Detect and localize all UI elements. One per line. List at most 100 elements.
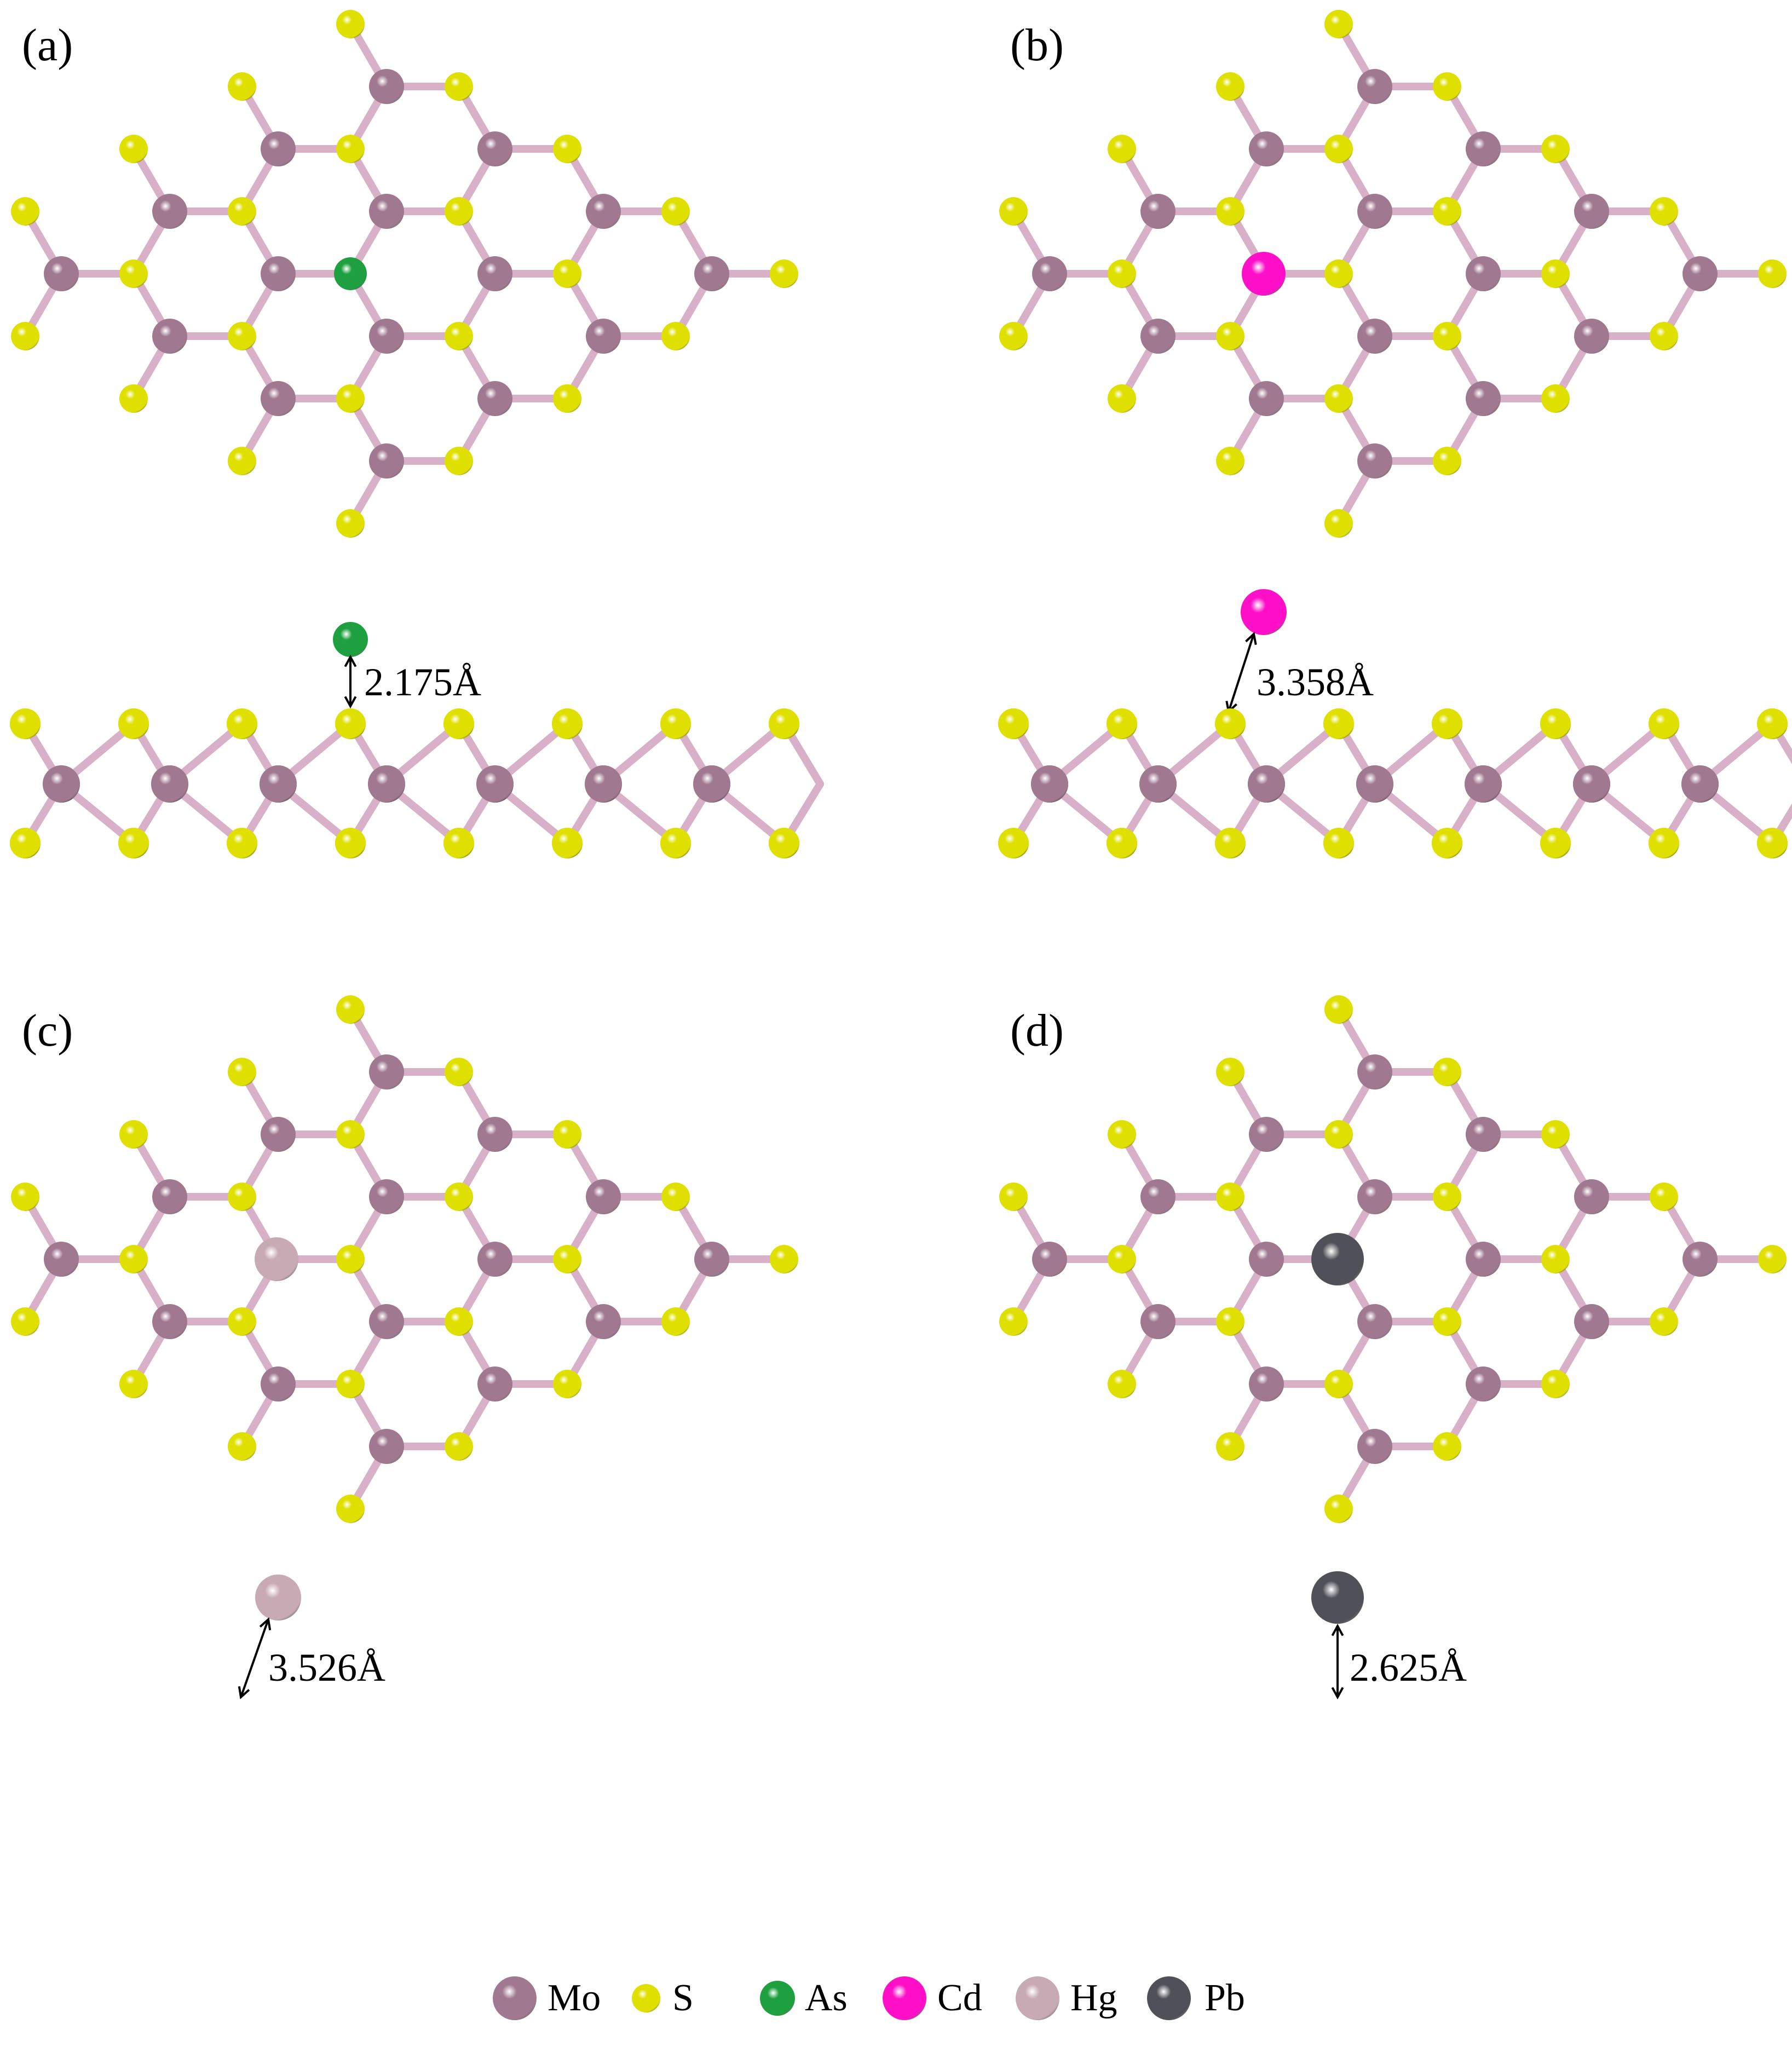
s-atom <box>1216 1058 1244 1086</box>
mo-atom-side <box>151 765 188 803</box>
mo-atom <box>1357 1304 1392 1339</box>
panel-d-atoms <box>998 708 1788 1700</box>
s-atom-side <box>998 828 1029 858</box>
mo-atom <box>1357 443 1392 478</box>
legend-s-swatch <box>632 1984 660 2012</box>
s-atom <box>445 1183 473 1211</box>
s-atom <box>336 384 365 413</box>
mo-atom <box>1466 131 1501 166</box>
legend-label-hg: Hg <box>1070 1977 1117 2019</box>
legend-label-as: As <box>805 1977 848 2019</box>
mo-atom <box>694 256 729 291</box>
s-atom <box>336 509 365 538</box>
legend-pb-swatch <box>1147 1976 1191 2020</box>
s-atom-side <box>1540 708 1571 739</box>
s-atom <box>1433 1058 1461 1086</box>
s-atom <box>1108 384 1136 413</box>
s-atom <box>1324 1495 1353 1523</box>
s-atom <box>1433 1307 1461 1336</box>
s-atom <box>1108 1245 1136 1273</box>
s-atom-side <box>769 828 799 858</box>
legend-cd-swatch <box>883 1976 926 2020</box>
distance-arrow-d-head-end <box>1331 1623 1344 1636</box>
s-atom <box>445 1307 473 1336</box>
mo-atom <box>477 256 512 291</box>
distance-label-b: 3.358Å <box>1257 660 1374 704</box>
s-atom <box>119 1370 148 1398</box>
s-atom <box>1758 259 1787 288</box>
distance-arrow-c <box>240 1619 269 1698</box>
mo-atom <box>1574 1304 1609 1339</box>
legend-mo-swatch <box>493 1976 537 2020</box>
mo-atom <box>369 1429 404 1464</box>
mo-atom <box>369 69 404 104</box>
s-atom-side <box>1323 708 1354 739</box>
s-atom-side <box>227 828 257 858</box>
s-atom <box>1541 259 1570 288</box>
mo-atom <box>694 1242 729 1277</box>
s-atom <box>336 1245 365 1273</box>
s-atom-side <box>10 828 41 858</box>
s-atom <box>228 322 256 350</box>
s-atom-side <box>998 708 1029 739</box>
s-atom-side <box>1323 828 1354 858</box>
s-atom-side <box>335 708 366 739</box>
s-atom <box>11 322 39 350</box>
mo-atom <box>1574 1179 1609 1214</box>
mo-atom <box>369 443 404 478</box>
distance-label-d: 2.625Å <box>1350 1646 1467 1689</box>
distance-label-c: 3.526Å <box>268 1646 385 1689</box>
s-atom <box>1433 72 1461 101</box>
s-atom-side <box>552 708 583 739</box>
s-atom-side <box>1432 828 1462 858</box>
s-atom <box>1216 322 1244 350</box>
s-atom <box>11 1183 39 1211</box>
s-atom-side <box>1757 828 1788 858</box>
s-atom <box>228 1183 256 1211</box>
s-atom <box>1541 1120 1570 1149</box>
mo-atom <box>586 1304 621 1339</box>
s-atom <box>1216 447 1244 475</box>
mo-atom <box>1357 69 1392 104</box>
s-atom <box>445 1432 473 1461</box>
mo-atom-side <box>1465 765 1502 803</box>
distance-arrow-a-head-start <box>344 696 357 709</box>
s-atom <box>553 1120 581 1149</box>
s-atom <box>1541 384 1570 413</box>
adsorbate-cd-side <box>1241 589 1287 635</box>
mo-atom <box>1574 319 1609 354</box>
s-atom-side <box>10 708 41 739</box>
s-atom <box>119 1120 148 1149</box>
mo-atom-side <box>1031 765 1068 803</box>
mo-atom <box>1249 131 1284 166</box>
s-atom <box>228 197 256 226</box>
mo-atom <box>1682 1242 1718 1277</box>
s-atom <box>1324 384 1353 413</box>
legend: Mo S As Cd Hg Pb <box>493 1976 1245 2020</box>
distance-arrow-d-head-start <box>1331 1687 1344 1700</box>
s-atom-side <box>1757 708 1788 739</box>
s-atom <box>1324 509 1353 538</box>
distance-arrow-b <box>1228 633 1255 712</box>
s-atom <box>1216 1432 1244 1461</box>
s-atom-side <box>1215 708 1246 739</box>
mo-atom <box>1357 194 1392 229</box>
s-atom <box>661 1183 690 1211</box>
legend-label-pb: Pb <box>1205 1977 1245 2019</box>
mo-atom-side <box>1681 765 1719 803</box>
mo-atom <box>261 256 296 291</box>
s-atom-side <box>660 708 691 739</box>
mo-atom <box>1357 1054 1392 1089</box>
s-atom-side <box>1649 708 1679 739</box>
adsorbate-cd-top <box>1242 252 1286 296</box>
mo-atom <box>1140 1304 1176 1339</box>
s-atom <box>11 197 39 226</box>
mo-atom-side <box>368 765 405 803</box>
s-atom <box>999 1307 1028 1336</box>
panel-d: (d) 2.625Å <box>998 708 1792 1700</box>
mo-atom <box>1466 1242 1501 1277</box>
s-atom <box>1541 1245 1570 1273</box>
distance-arrow-c-head-start <box>238 1686 250 1699</box>
s-atom <box>999 1183 1028 1211</box>
s-atom <box>336 995 365 1024</box>
